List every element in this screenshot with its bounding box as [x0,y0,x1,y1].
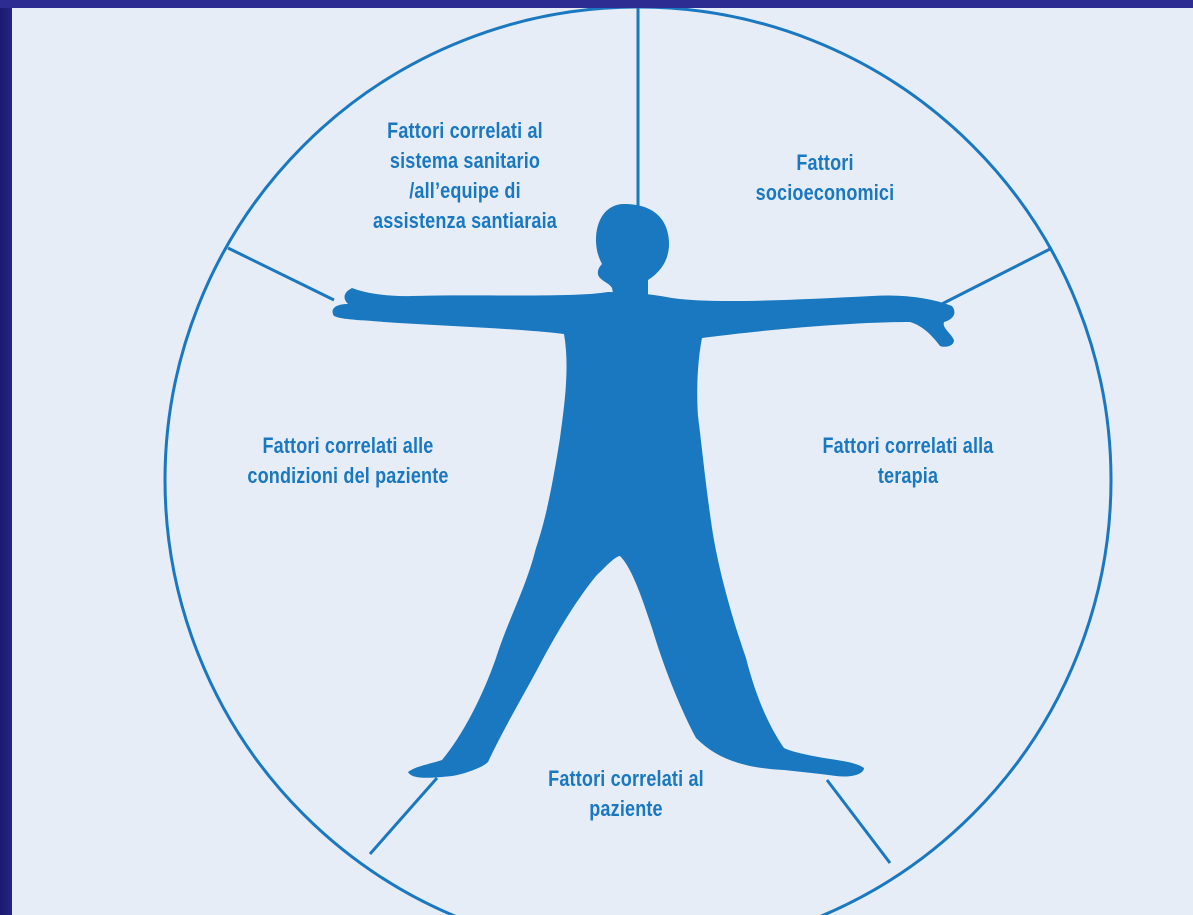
slide-frame-top [0,0,1193,8]
divider-upper-right [930,248,1052,310]
label-patient-condition-factors: Fattori correlati alle condizioni del pa… [217,431,479,491]
divider-lower-right [827,780,890,863]
label-therapy-factors: Fattori correlati alla terapia [785,431,1031,491]
diagram-panel: Fattori correlati al sistema sanitario /… [12,8,1193,915]
label-socioeconomic-factors: Fattori socioeconomici [735,148,915,208]
divider-lower-left [370,778,437,854]
label-patient-factors: Fattori correlati al paziente [519,764,732,824]
label-health-system-factors: Fattori correlati al sistema sanitario /… [346,116,584,236]
divider-upper-left [228,248,334,300]
